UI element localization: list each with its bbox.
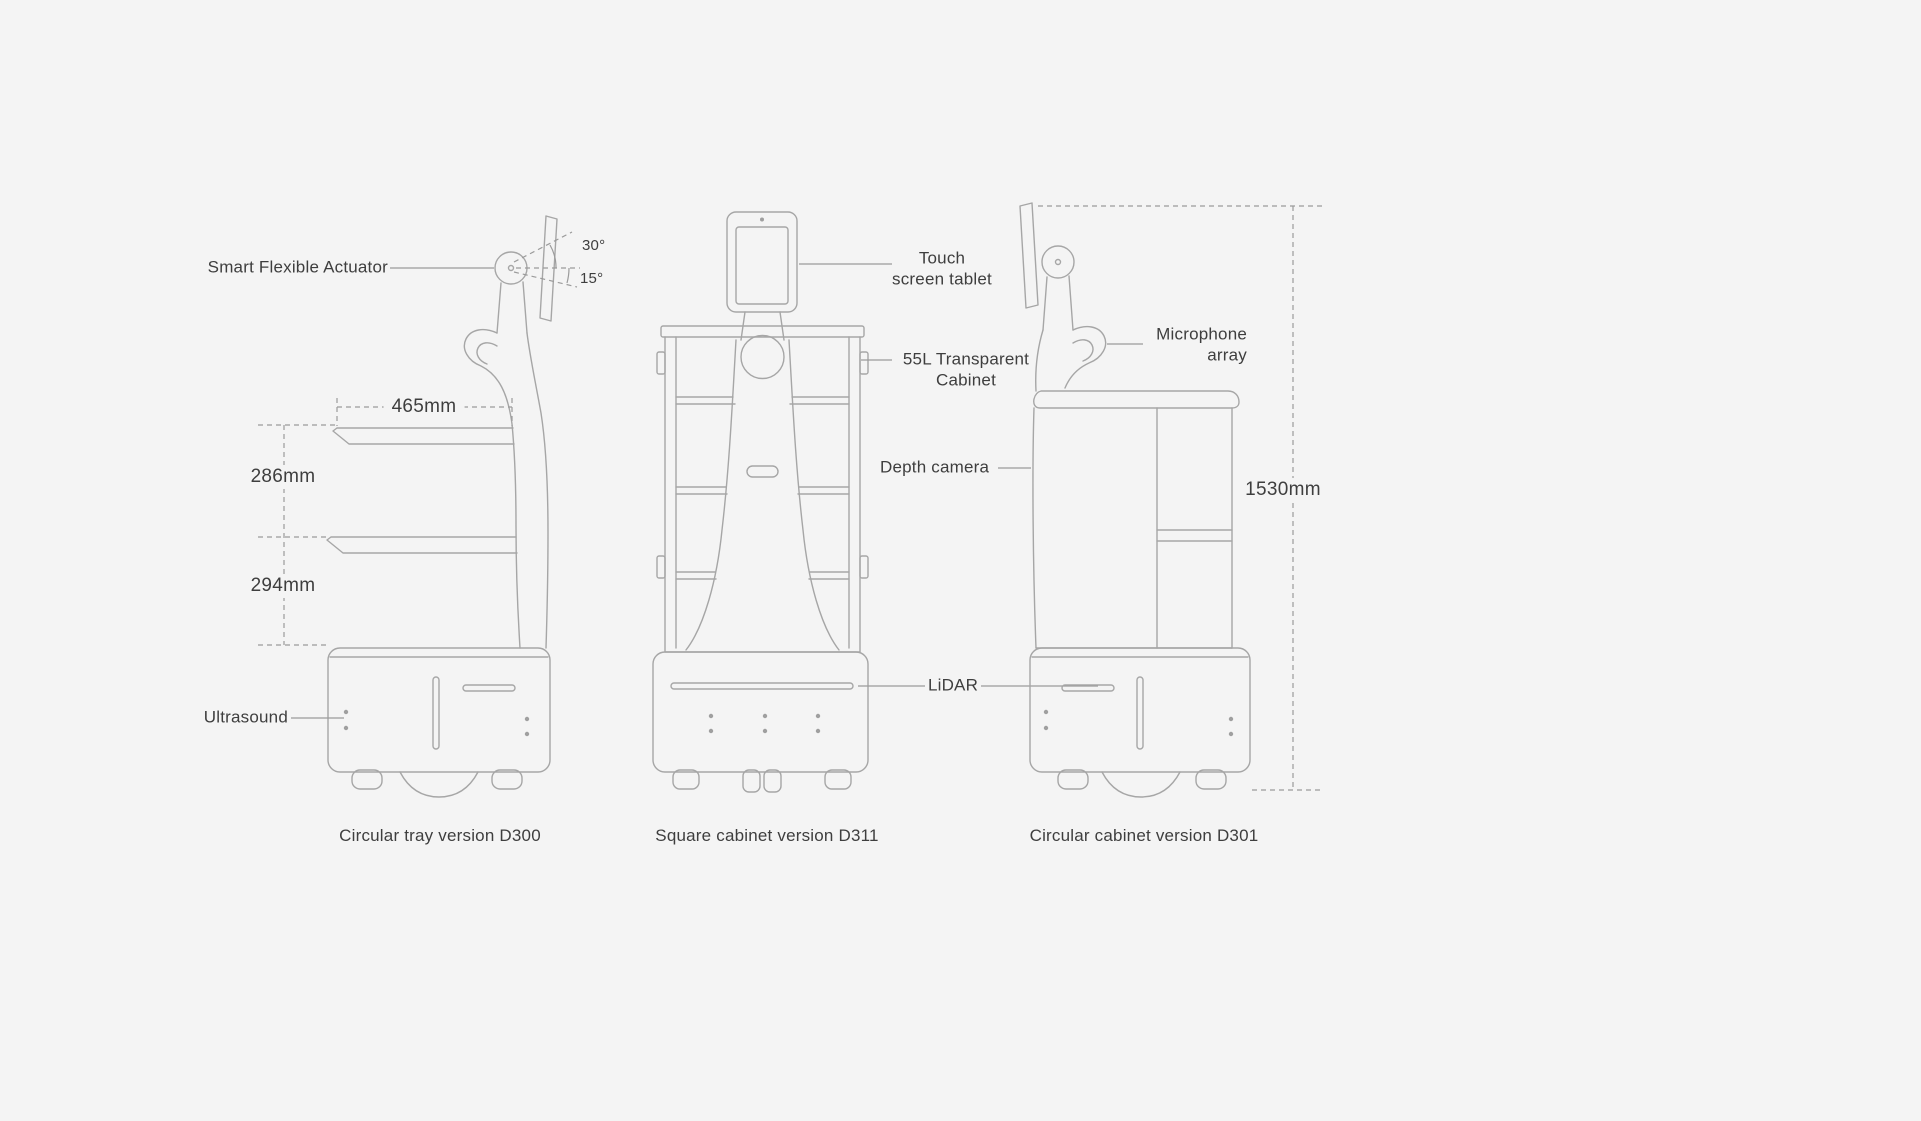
- d301-spine-icon: [1032, 325, 1107, 649]
- d311-actuator-ring-icon: [740, 334, 785, 380]
- d311-cabinet-icon: [656, 325, 869, 653]
- d311-base-icon: [652, 651, 869, 793]
- d301-tablet-icon: [1019, 202, 1039, 309]
- d300-actuator-icon: [494, 251, 528, 334]
- label-55l-transparent-cabinet: 55L Transparent Cabinet: [902, 349, 1030, 389]
- d300-angle-annotation: [513, 231, 580, 288]
- d311-drawing: [652, 211, 1098, 793]
- d301-base-icon: [1029, 647, 1251, 798]
- caption-d301: Circular cabinet version D301: [1029, 826, 1259, 845]
- dimension-1530mm: 1530mm: [1237, 478, 1329, 502]
- dimension-294mm: 294mm: [242, 574, 324, 598]
- label-angle-15: 15°: [580, 269, 604, 287]
- caption-d300: Circular tray version D300: [339, 826, 541, 845]
- d300-tray-upper-icon: [332, 427, 515, 445]
- dimension-286mm: 286mm: [242, 465, 324, 489]
- label-lidar: LiDAR: [927, 675, 979, 695]
- caption-d311: Square cabinet version D311: [655, 826, 879, 845]
- d311-shelves-icon: [675, 396, 850, 580]
- d301-actuator-icon: [1041, 245, 1075, 331]
- d300-dimension-lines: [258, 398, 513, 646]
- d300-base-icon: [327, 647, 551, 798]
- label-microphone-array: Microphone array: [1156, 324, 1247, 364]
- d300-spine-icon: [463, 328, 549, 649]
- d301-cabinet-icon: [1033, 390, 1240, 649]
- dimension-465mm: 465mm: [383, 395, 465, 419]
- d311-column-icon: [685, 339, 840, 651]
- label-depth-camera: Depth camera: [880, 457, 990, 477]
- label-angle-30: 30°: [582, 236, 606, 254]
- d300-tray-lower-icon: [326, 536, 518, 554]
- label-smart-flexible-actuator: Smart Flexible Actuator: [207, 257, 388, 277]
- label-ultrasound: Ultrasound: [203, 707, 288, 727]
- d300-tablet-icon: [539, 215, 558, 322]
- d311-tablet-icon: [726, 211, 798, 341]
- d300-drawing: [258, 215, 580, 798]
- label-touch-screen-tablet: Touch screen tablet: [892, 248, 992, 288]
